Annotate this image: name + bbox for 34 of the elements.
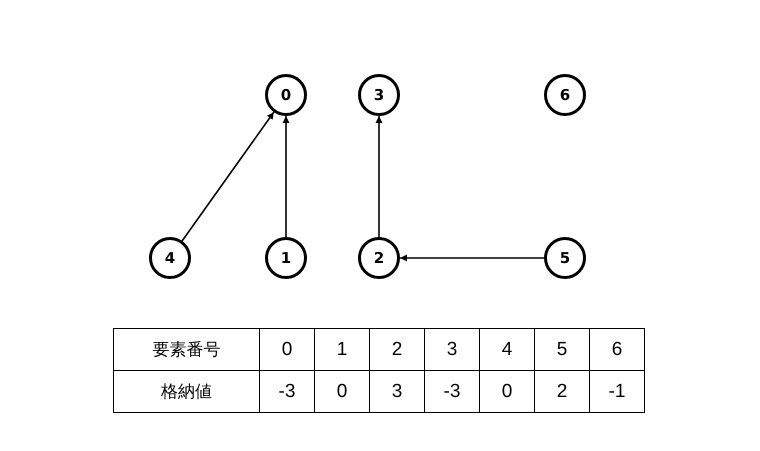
node-circle	[358, 237, 400, 279]
node-circle	[544, 237, 586, 279]
row-header: 格納値	[114, 370, 260, 412]
node-label: 5	[560, 249, 570, 267]
node-label: 6	[560, 86, 570, 104]
arrow	[182, 112, 274, 242]
table-cell: 2	[534, 370, 590, 412]
arrow	[282, 116, 290, 237]
node-circle	[265, 74, 307, 116]
node-label: 4	[164, 249, 176, 267]
table-cell: 4	[480, 328, 534, 370]
table-cell: 6	[590, 328, 644, 370]
table-cell: -1	[590, 370, 644, 412]
table-cell: -3	[260, 370, 314, 412]
table-cell: 3	[370, 370, 424, 412]
table-cell: 0	[480, 370, 534, 412]
table-cell: -3	[424, 370, 480, 412]
node-circle	[358, 74, 400, 116]
node-label: 0	[280, 86, 292, 104]
arrow	[400, 254, 544, 262]
node-circle	[149, 237, 191, 279]
table-cell: 0	[314, 370, 370, 412]
table-cell: 5	[534, 328, 590, 370]
node-label: 3	[374, 86, 384, 104]
table-cell: 2	[370, 328, 424, 370]
table-cell: 3	[424, 328, 480, 370]
node-circle	[544, 74, 586, 116]
node-circle	[265, 237, 307, 279]
node-label: 1	[280, 249, 292, 267]
row-header: 要素番号	[114, 328, 260, 370]
table-cell: 1	[314, 328, 370, 370]
node-label: 2	[374, 249, 384, 267]
table-cell: 0	[260, 328, 314, 370]
arrow	[376, 116, 382, 237]
